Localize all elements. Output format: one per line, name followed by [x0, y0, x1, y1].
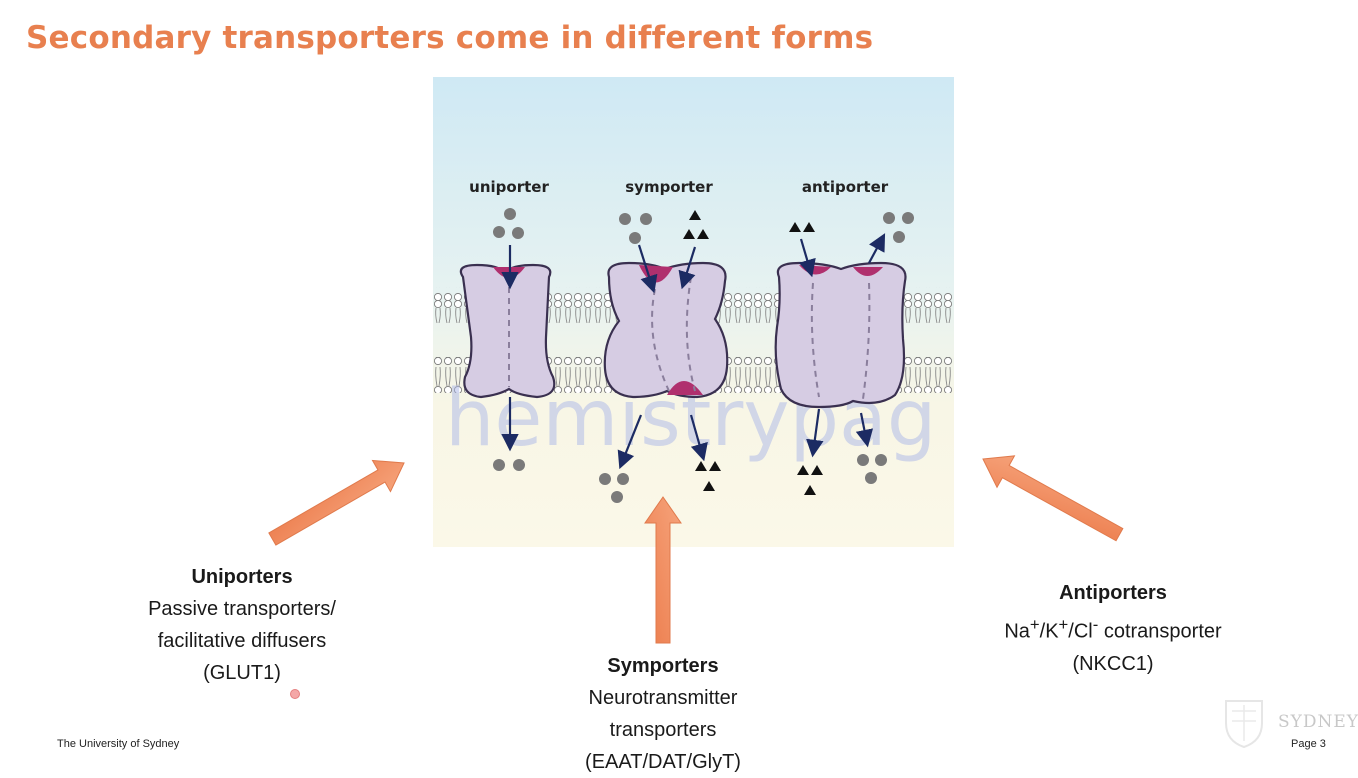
label-uniporter: uniporter — [469, 178, 549, 196]
university-logo-text: SYDNEY — [1278, 712, 1358, 732]
transporter-diagram: hemistrypag uniporter symporter antiport… — [433, 77, 954, 547]
ion-cl: Cl — [1073, 620, 1093, 643]
footer-institution: The University of Sydney — [57, 738, 180, 750]
callout-antiporters: Antiporters Na+/K+/Cl- cotransporter (NK… — [953, 577, 1273, 680]
arrow-to-symporter — [644, 496, 682, 644]
uniporter-protein — [459, 208, 556, 471]
antiporters-line1-rest: cotransporter — [1098, 620, 1222, 643]
antiporters-line1: Na+/K+/Cl- cotransporter — [1004, 615, 1222, 643]
footer-page-number: Page 3 — [1291, 738, 1326, 750]
ion-na: Na — [1004, 620, 1030, 643]
symporters-line3: (EAAT/DAT/GlyT) — [585, 751, 741, 773]
label-symporter: symporter — [625, 178, 713, 196]
pointer-cursor-dot — [290, 689, 300, 699]
callout-symporters: Symporters Neurotransmitter transporters… — [523, 650, 803, 778]
symporters-heading: Symporters — [607, 655, 719, 677]
uniporters-line2: facilitative diffusers — [157, 630, 327, 652]
slide-title: Secondary transporters come in different… — [26, 20, 874, 56]
uniporters-line1: Passive transporters/ — [148, 598, 336, 620]
uniporters-line3: (GLUT1) — [203, 662, 281, 684]
arrow-to-uniporter — [268, 459, 405, 546]
label-antiporter: antiporter — [802, 178, 889, 196]
symporters-line2: transporters — [609, 719, 717, 741]
symporter-protein — [599, 210, 729, 503]
antiporters-line2: (NKCC1) — [1072, 652, 1154, 675]
uniporters-heading: Uniporters — [191, 566, 293, 588]
ion-k: K — [1045, 620, 1059, 643]
symporters-line1: Neurotransmitter — [588, 687, 738, 709]
university-crest-icon — [1225, 700, 1263, 749]
callout-uniporters: Uniporters Passive transporters/ facilit… — [102, 561, 382, 689]
arrow-to-antiporter — [982, 455, 1124, 542]
antiporter-protein — [774, 212, 914, 495]
antiporters-heading: Antiporters — [1059, 582, 1167, 604]
